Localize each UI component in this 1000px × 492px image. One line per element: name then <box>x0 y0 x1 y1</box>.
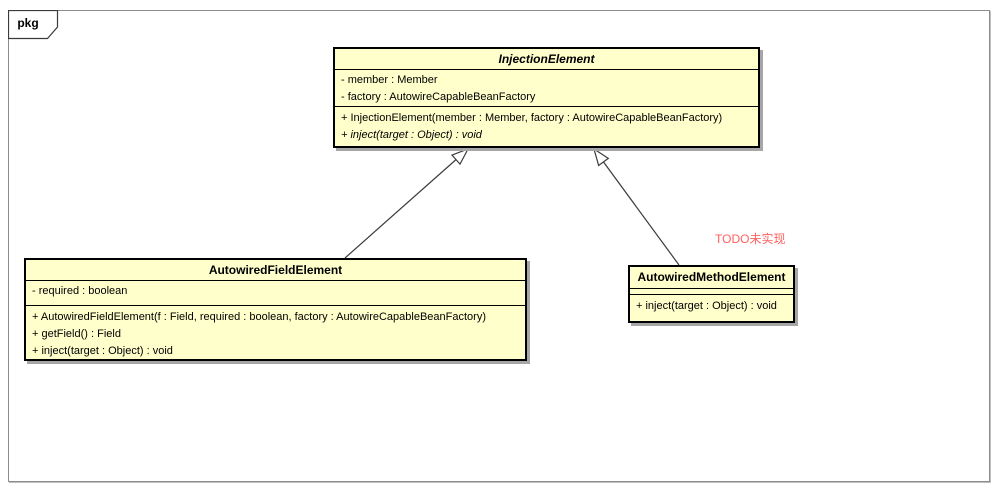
package-tab-shape <box>8 10 59 40</box>
todo-annotation: TODO未实现 <box>715 232 786 246</box>
class-title: InjectionElement <box>335 49 758 70</box>
class-title: AutowiredMethodElement <box>630 267 793 289</box>
package-tab-label: pkg <box>17 16 39 30</box>
attribute-line: - factory : AutowireCapableBeanFactory <box>341 91 536 103</box>
class-attributes-compartment <box>630 289 793 295</box>
class-title: AutowiredFieldElement <box>26 260 525 281</box>
class-attributes-compartment: - member : Member - factory : AutowireCa… <box>335 70 758 107</box>
generalization-method-to-injection[interactable] <box>592 147 680 266</box>
package-frame <box>8 10 990 482</box>
class-methods-compartment: + AutowiredFieldElement(f : Field, requi… <box>26 306 525 359</box>
attribute-line: - member : Member <box>341 74 438 86</box>
method-line-abstract: + inject(target : Object) : void <box>341 129 482 141</box>
class-injection-element[interactable]: InjectionElement - member : Member - fac… <box>333 47 760 148</box>
method-line: + inject(target : Object) : void <box>32 345 173 357</box>
method-line: + AutowiredFieldElement(f : Field, requi… <box>32 311 486 323</box>
method-line: + getField() : Field <box>32 328 121 340</box>
class-methods-compartment: + InjectionElement(member : Member, fact… <box>335 107 758 146</box>
class-methods-compartment: + inject(target : Object) : void <box>630 295 793 321</box>
class-autowired-method-element[interactable]: AutowiredMethodElement + inject(target :… <box>628 265 795 323</box>
attribute-line: - required : boolean <box>32 285 128 297</box>
method-line: + InjectionElement(member : Member, fact… <box>341 112 723 124</box>
method-line: + inject(target : Object) : void <box>636 300 777 312</box>
class-autowired-field-element[interactable]: AutowiredFieldElement - required : boole… <box>24 258 527 361</box>
class-attributes-compartment: - required : boolean <box>26 281 525 306</box>
generalization-field-to-injection[interactable] <box>344 147 470 259</box>
